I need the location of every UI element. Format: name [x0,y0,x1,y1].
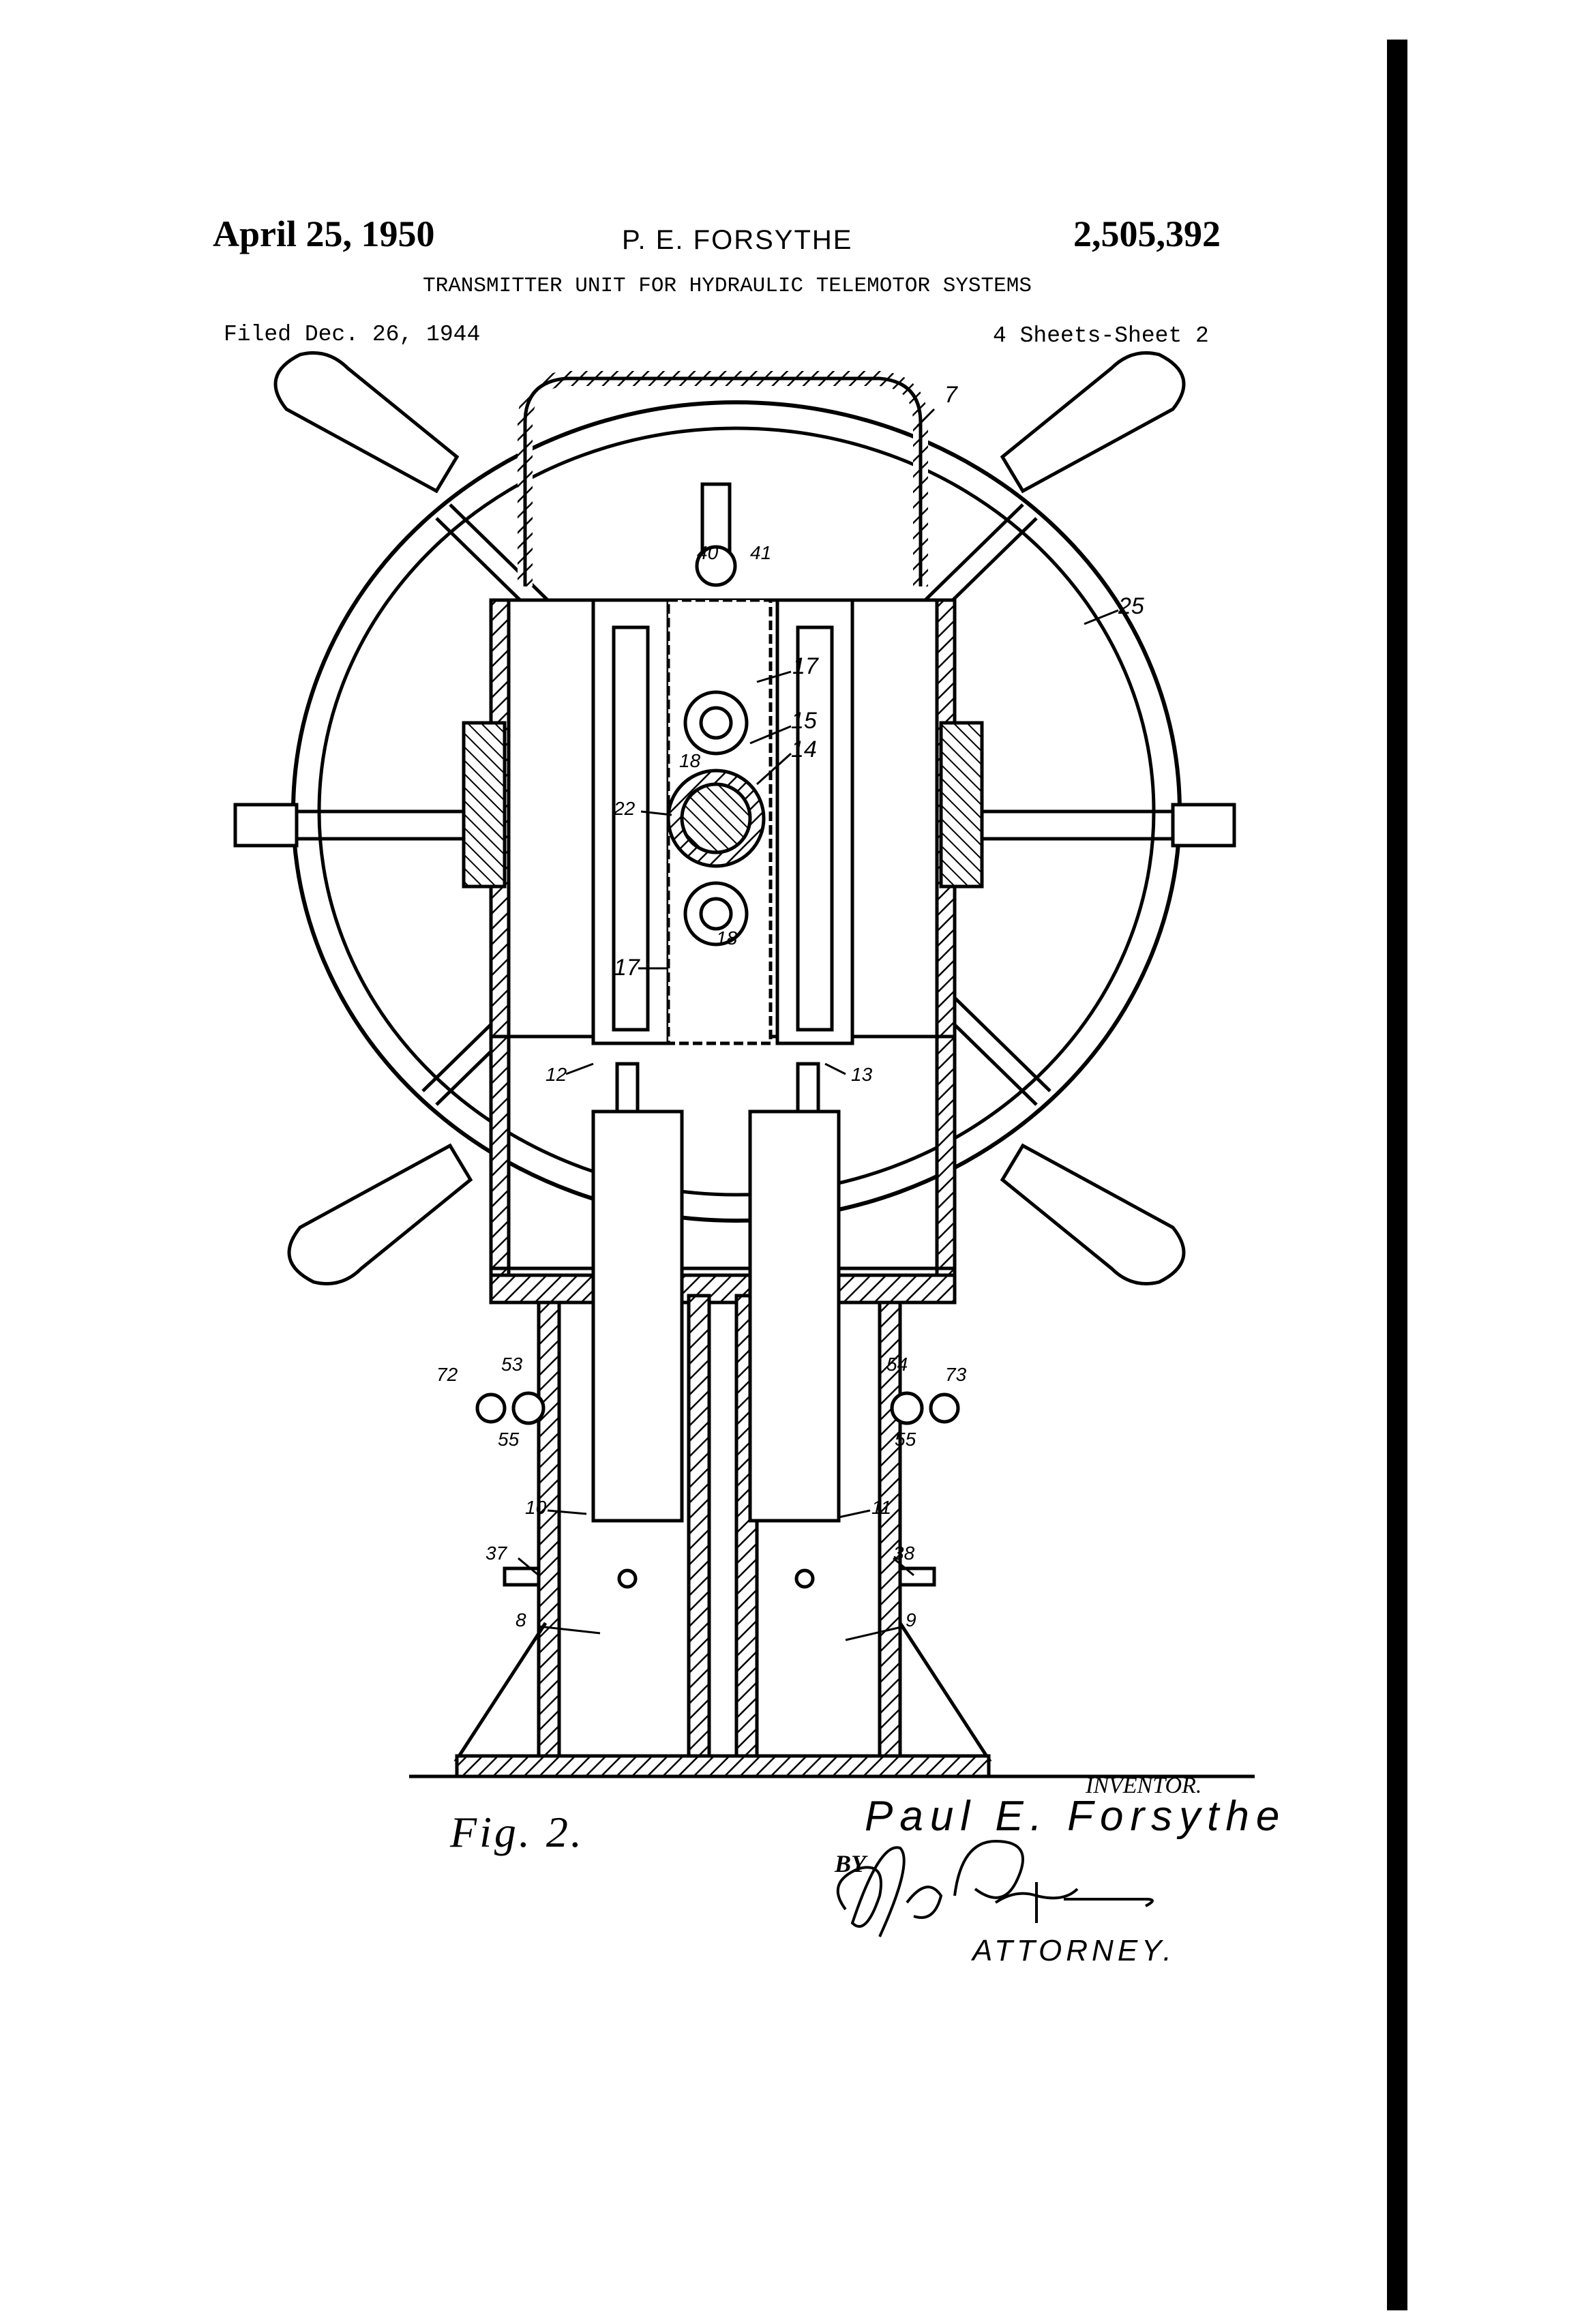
filed-date: Filed Dec. 26, 1944 [224,322,481,347]
ref-label-17-lower: 17 [614,955,640,981]
patent-number: 2,505,392 [1073,213,1221,254]
ref-label-73: 73 [945,1364,967,1385]
ref-label-38: 38 [893,1543,915,1564]
ref-label-18-upper: 18 [679,750,701,771]
patent-title: TRANSMITTER UNIT FOR HYDRAULIC TELEMOTOR… [423,274,1032,298]
ref-label-53: 53 [501,1354,523,1375]
attorney-signature [836,1839,1154,1937]
ref-label-9: 9 [906,1609,916,1630]
ref-label-10: 10 [525,1497,547,1518]
ref-label-17-upper: 17 [792,653,818,679]
attorney-label: ATTORNEY. [972,1934,1176,1967]
ref-label-18-lower: 18 [716,927,738,949]
ref-label-72: 72 [436,1364,458,1385]
ref-label-25: 25 [1118,593,1144,619]
ref-label-15: 15 [791,708,817,734]
ref-label-13: 13 [851,1064,873,1085]
ref-label-22: 22 [614,798,636,819]
ref-label-40: 40 [697,542,719,563]
ref-label-37: 37 [486,1543,507,1564]
ref-label-8: 8 [516,1609,526,1630]
ref-label-54: 54 [886,1354,908,1375]
scan-edge-bar [1387,40,1407,2310]
ref-label-11: 11 [871,1497,892,1518]
sheet-count: 4 Sheets-Sheet 2 [993,323,1209,348]
ref-label-55-left: 55 [498,1429,520,1450]
ref-label-41: 41 [750,542,772,563]
ref-label-55-right: 55 [895,1429,916,1450]
by-label: BY [835,1850,867,1877]
ref-label-7: 7 [944,382,957,408]
inventor-heading: P. E. FORSYTHE [622,225,853,255]
rack-and-gear-assembly [475,482,960,1589]
leader-lines [518,408,1119,1641]
patent-date: April 25, 1950 [213,213,435,254]
ref-label-12: 12 [546,1064,567,1085]
figure-caption: Fig. 2. [450,1808,584,1856]
ref-label-14: 14 [791,736,817,762]
inventor-signature-name: Paul E. Forsythe [865,1793,1287,1840]
inventor-label: INVENTOR. [1086,1773,1202,1798]
